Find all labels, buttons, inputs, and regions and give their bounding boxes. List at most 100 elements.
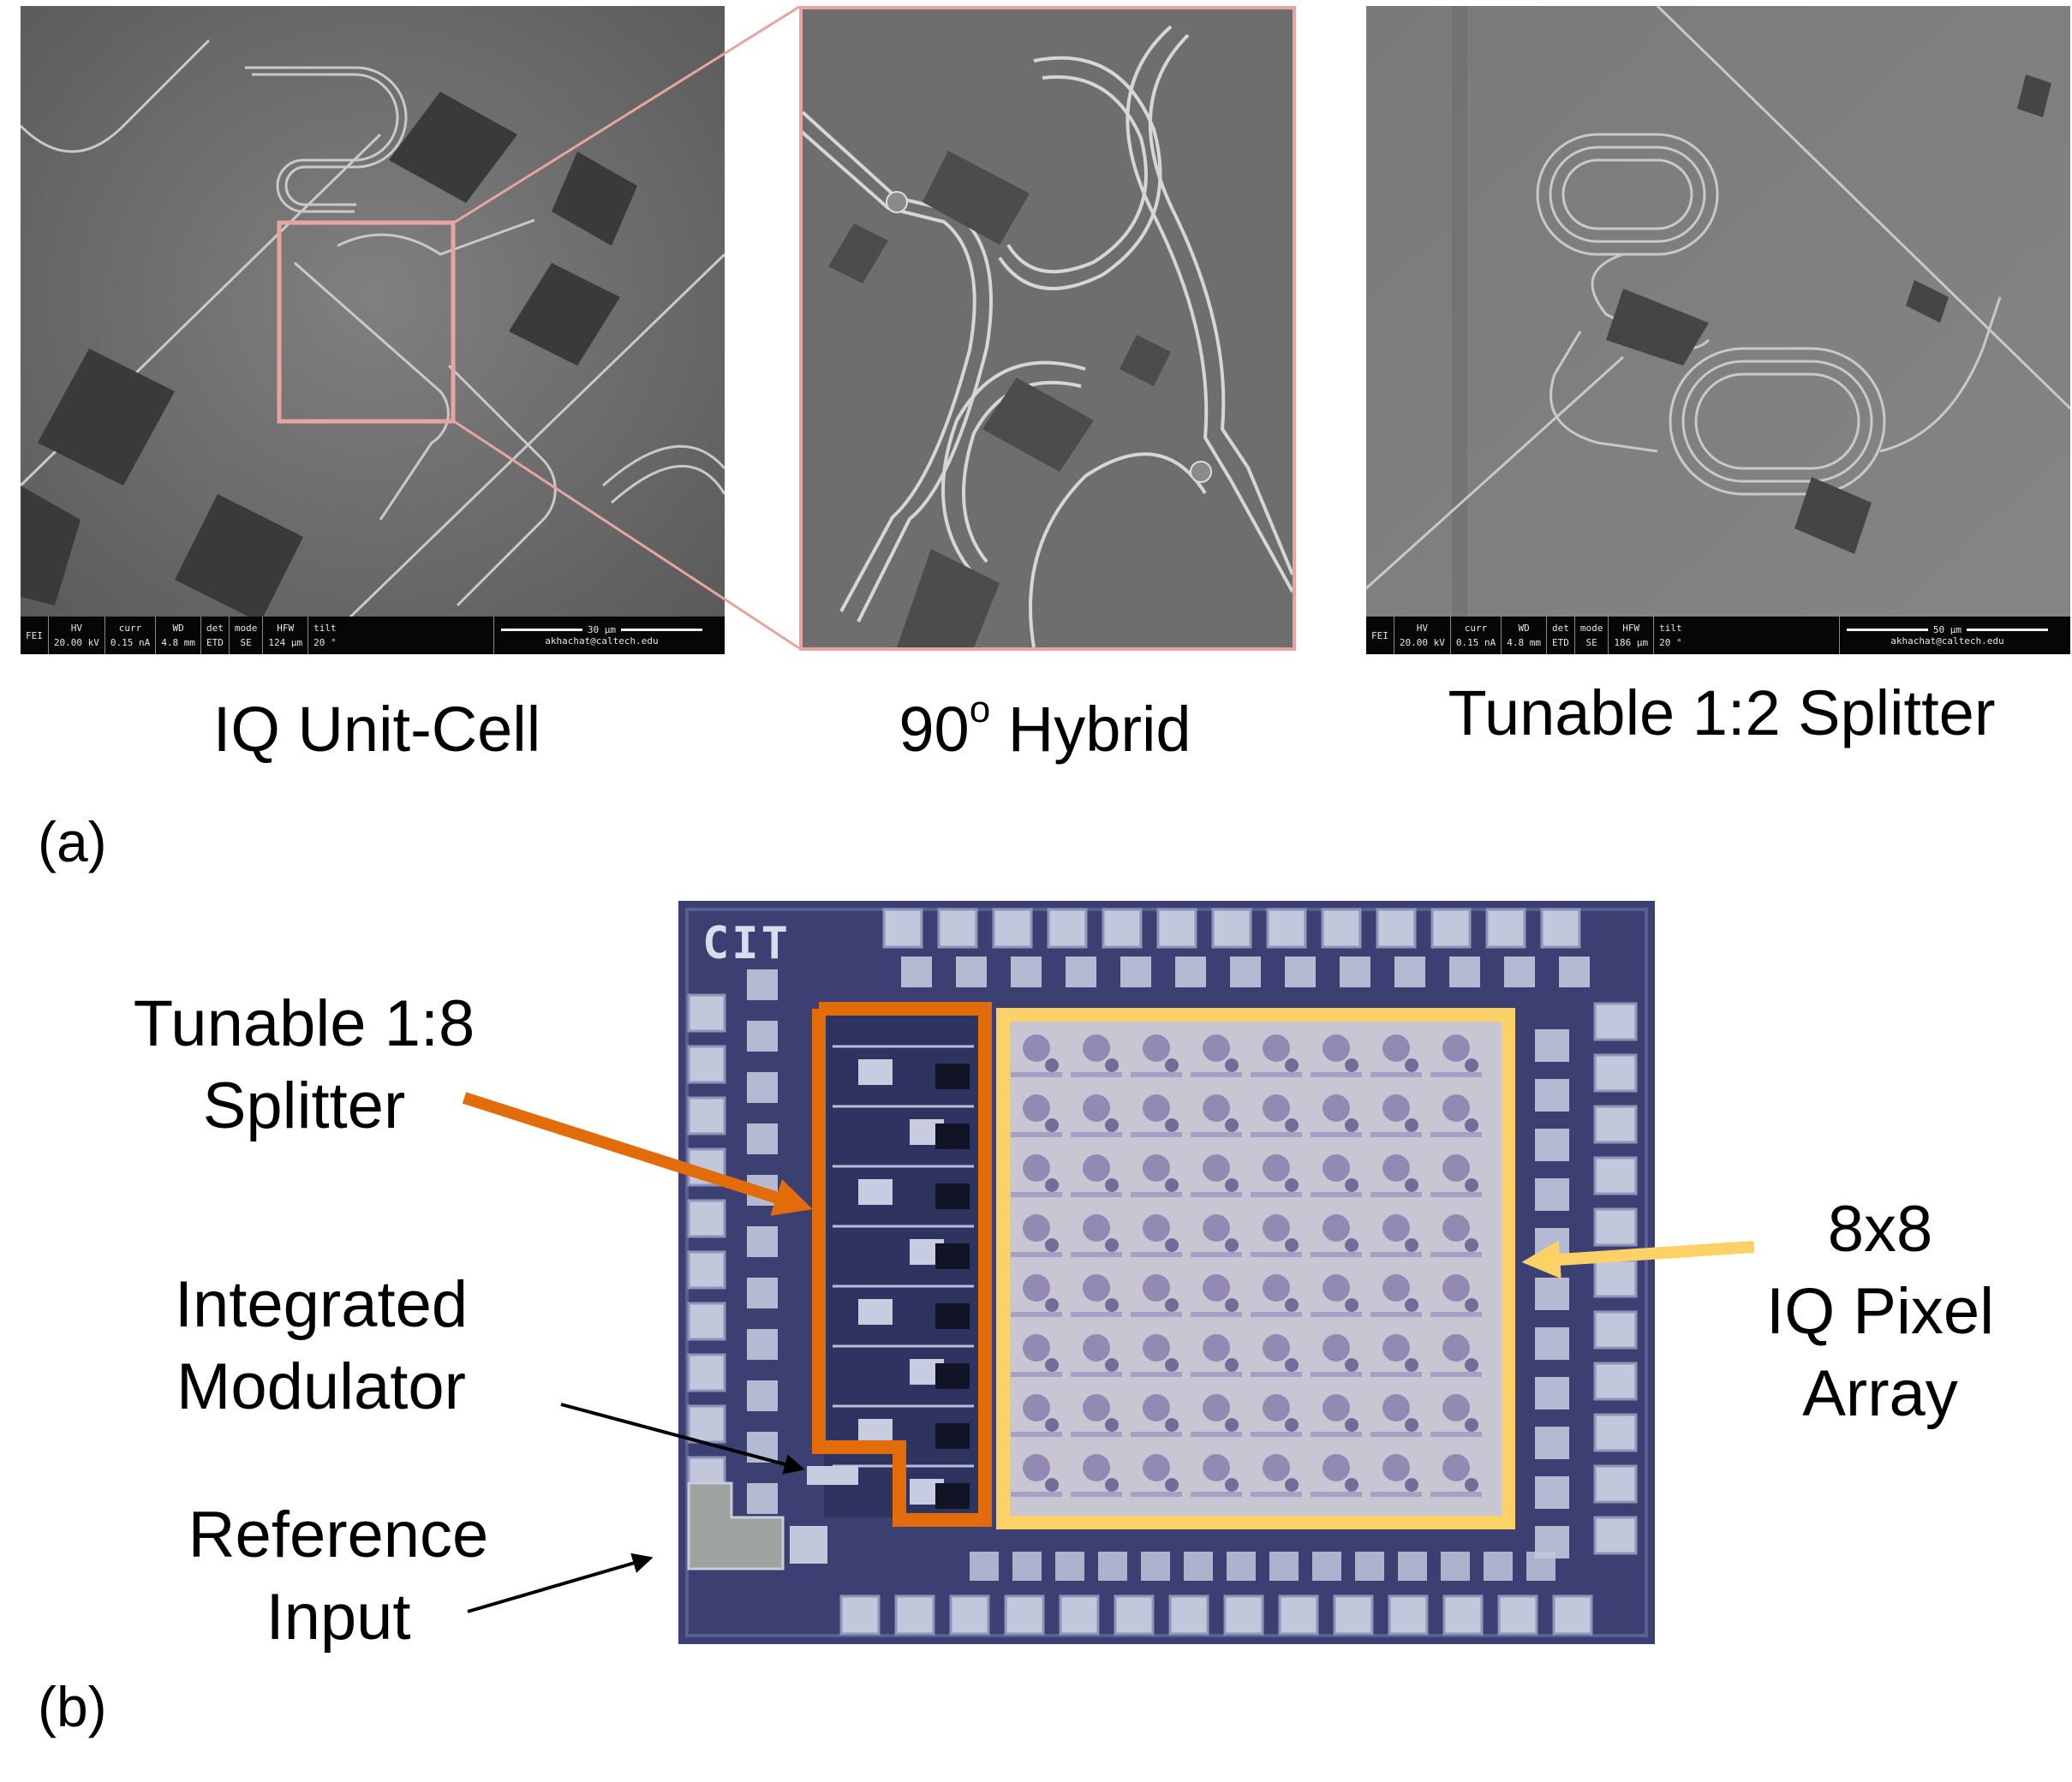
iq-pixel	[1323, 1394, 1350, 1421]
bond-pad	[1055, 1552, 1084, 1581]
iq-pixel-element	[1285, 1058, 1299, 1072]
bond-pad	[1552, 1594, 1593, 1636]
iq-pixel-element	[1465, 1358, 1478, 1372]
iq-pixel	[1203, 1154, 1230, 1182]
splitter-element	[935, 1363, 970, 1389]
bond-pad	[937, 908, 978, 949]
iq-pixel-element	[1131, 1192, 1182, 1197]
bond-pad	[1593, 1002, 1638, 1041]
iq-pixel-element	[1465, 1238, 1478, 1252]
iq-pixel	[1143, 1154, 1170, 1182]
iq-pixel-element	[1105, 1178, 1119, 1192]
bond-pad	[687, 1199, 726, 1238]
bond-pad	[1535, 1029, 1569, 1062]
chip-die	[678, 901, 1655, 1644]
bond-pad	[1184, 1552, 1213, 1581]
bond-pad	[1340, 957, 1370, 987]
bond-pad	[1593, 1516, 1638, 1555]
iq-pixel	[1023, 1334, 1050, 1362]
iq-pixel-element	[1071, 1072, 1122, 1077]
pixel-array-background	[1010, 1021, 1502, 1517]
iq-pixel-element	[1071, 1312, 1122, 1317]
iq-pixel	[1203, 1454, 1230, 1481]
bond-pad	[1441, 1552, 1470, 1581]
caption-tunable-1-2-splitter: Tunable 1:2 Splitter	[1448, 677, 1996, 748]
bond-pad	[747, 1432, 778, 1463]
iq-pixel	[1023, 1274, 1050, 1302]
iq-pixel-element	[1370, 1372, 1422, 1377]
bond-pad	[1102, 908, 1143, 949]
iq-pixel-element	[1285, 1298, 1299, 1312]
bond-pad	[839, 1594, 881, 1636]
iq-pixel-element	[1011, 1252, 1062, 1257]
splitter-element	[935, 1303, 970, 1329]
bond-pad	[1559, 957, 1590, 987]
iq-pixel-element	[1465, 1298, 1478, 1312]
bond-pad	[747, 1072, 778, 1103]
bond-pad	[1355, 1552, 1384, 1581]
iq-pixel	[1382, 1454, 1410, 1481]
iq-pixel-element	[1105, 1478, 1119, 1492]
iq-pixel-element	[1045, 1118, 1059, 1132]
bond-pad	[1011, 957, 1042, 987]
iq-pixel	[1382, 1034, 1410, 1062]
iq-pixel-element	[1311, 1252, 1362, 1257]
iq-pixel	[1382, 1274, 1410, 1302]
iq-pixel	[1323, 1454, 1350, 1481]
iq-pixel	[1442, 1274, 1470, 1302]
iq-pixel-element	[1045, 1358, 1059, 1372]
bond-pad	[747, 1278, 778, 1308]
iq-pixel-element	[1165, 1478, 1179, 1492]
bond-pad	[970, 1552, 999, 1581]
iq-pixel-element	[1225, 1358, 1239, 1372]
bond-pad	[1376, 908, 1417, 949]
iq-pixel-element	[1370, 1492, 1422, 1497]
iq-pixel	[1442, 1154, 1470, 1182]
iq-pixel-element	[1225, 1118, 1239, 1132]
bond-pad	[1535, 1476, 1569, 1509]
iq-pixel-element	[1191, 1432, 1242, 1437]
chip-micrograph: CIT	[678, 901, 1655, 1644]
iq-pixel-element	[1225, 1478, 1239, 1492]
label-integrated-modulator: Integrated Modulator	[128, 1264, 514, 1428]
bond-pad	[747, 1226, 778, 1257]
iq-pixel-element	[1011, 1372, 1062, 1377]
bond-pad	[1175, 957, 1206, 987]
bond-pad	[882, 908, 923, 949]
bond-pad	[687, 1045, 726, 1084]
iq-pixel-element	[1011, 1492, 1062, 1497]
iq-pixel-element	[1045, 1478, 1059, 1492]
bond-pad	[747, 1175, 778, 1206]
iq-pixel-element	[1405, 1478, 1418, 1492]
bond-pad	[1535, 1178, 1569, 1211]
iq-pixel-element	[1011, 1072, 1062, 1077]
bond-pad	[687, 1250, 726, 1290]
iq-pixel-element	[1370, 1312, 1422, 1317]
bond-pad	[1156, 908, 1197, 949]
iq-pixel-element	[1465, 1418, 1478, 1432]
reference-input-pad	[687, 1481, 785, 1570]
bond-pad	[1394, 957, 1425, 987]
iq-pixel	[1263, 1094, 1290, 1122]
iq-pixel-element	[1071, 1192, 1122, 1197]
iq-pixel	[1263, 1214, 1290, 1242]
panel-label-a: (a)	[38, 810, 107, 873]
iq-pixel	[1263, 1034, 1290, 1062]
iq-pixel-element	[1011, 1312, 1062, 1317]
iq-pixel-element	[1311, 1312, 1362, 1317]
bond-pad	[687, 1404, 726, 1444]
iq-pixel	[1263, 1154, 1290, 1182]
iq-pixel-element	[1165, 1238, 1179, 1252]
bond-pad	[949, 1594, 990, 1636]
iq-pixel-element	[1405, 1178, 1418, 1192]
bond-pad	[1449, 957, 1480, 987]
bond-pad	[747, 969, 778, 1000]
iq-pixel-element	[1191, 1492, 1242, 1497]
bond-pad	[1540, 908, 1581, 949]
iq-pixel-element	[1131, 1252, 1182, 1257]
iq-pixel-element	[1430, 1432, 1482, 1437]
label-reference-input-line1: Reference	[188, 1499, 489, 1571]
iq-pixel-element	[1191, 1312, 1242, 1317]
iq-pixel-element	[1071, 1432, 1122, 1437]
iq-pixel-element	[1285, 1358, 1299, 1372]
